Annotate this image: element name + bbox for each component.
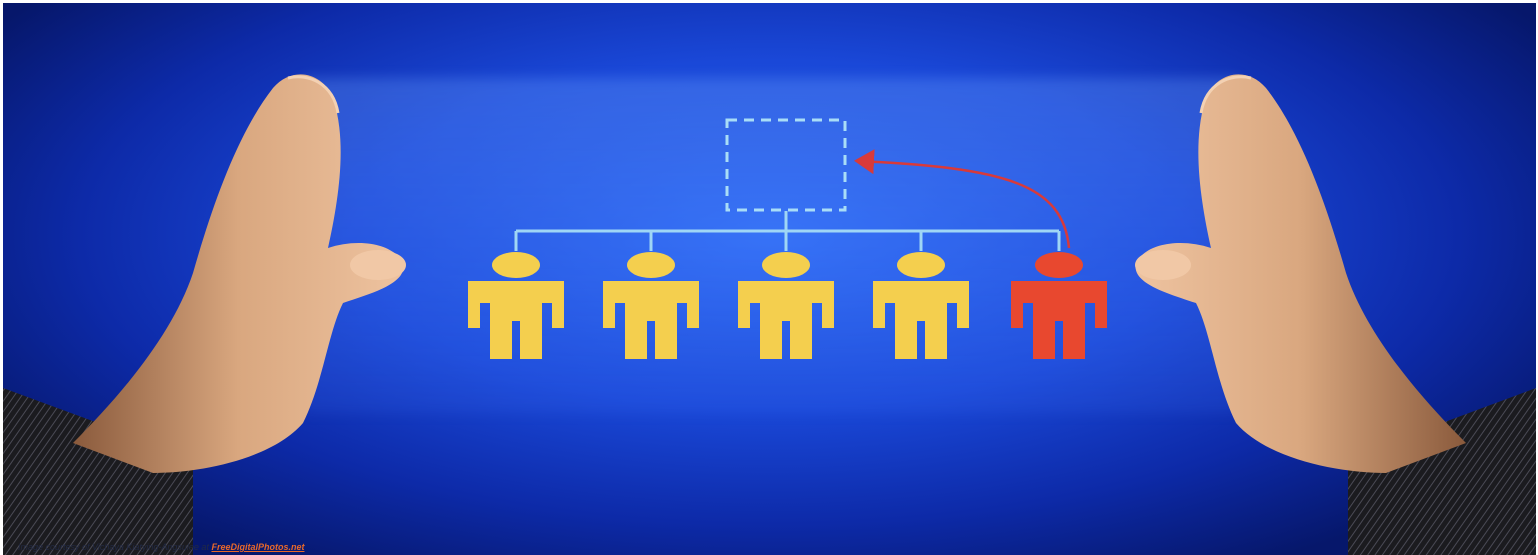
dashed-square-icon	[725, 118, 847, 212]
credit-prefix: Image courtesy of Vichaya Kiatying-Angsu…	[18, 542, 212, 552]
person-icon	[603, 252, 699, 359]
person-icon	[468, 252, 564, 359]
promotion-arrow	[854, 149, 1071, 249]
person-icon-highlighted	[1011, 252, 1107, 359]
figures-group	[468, 252, 1107, 359]
person-icon	[738, 252, 834, 359]
right-hand	[1135, 74, 1536, 555]
left-palm	[73, 74, 404, 474]
image-credit: Image courtesy of Vichaya Kiatying-Angsu…	[18, 542, 304, 552]
photo-scene: Image courtesy of Vichaya Kiatying-Angsu…	[3, 3, 1536, 555]
org-chart	[468, 118, 1107, 359]
person-icon	[873, 252, 969, 359]
right-thumb-tip	[1135, 250, 1191, 280]
credit-link[interactable]: FreeDigitalPhotos.net	[211, 542, 305, 552]
left-thumb-tip	[350, 250, 406, 280]
right-sleeve	[1348, 388, 1536, 555]
right-palm	[1135, 74, 1466, 474]
left-sleeve	[3, 388, 193, 555]
connector-lines	[514, 211, 1061, 251]
illustration	[3, 74, 1536, 555]
left-hand	[3, 74, 406, 555]
